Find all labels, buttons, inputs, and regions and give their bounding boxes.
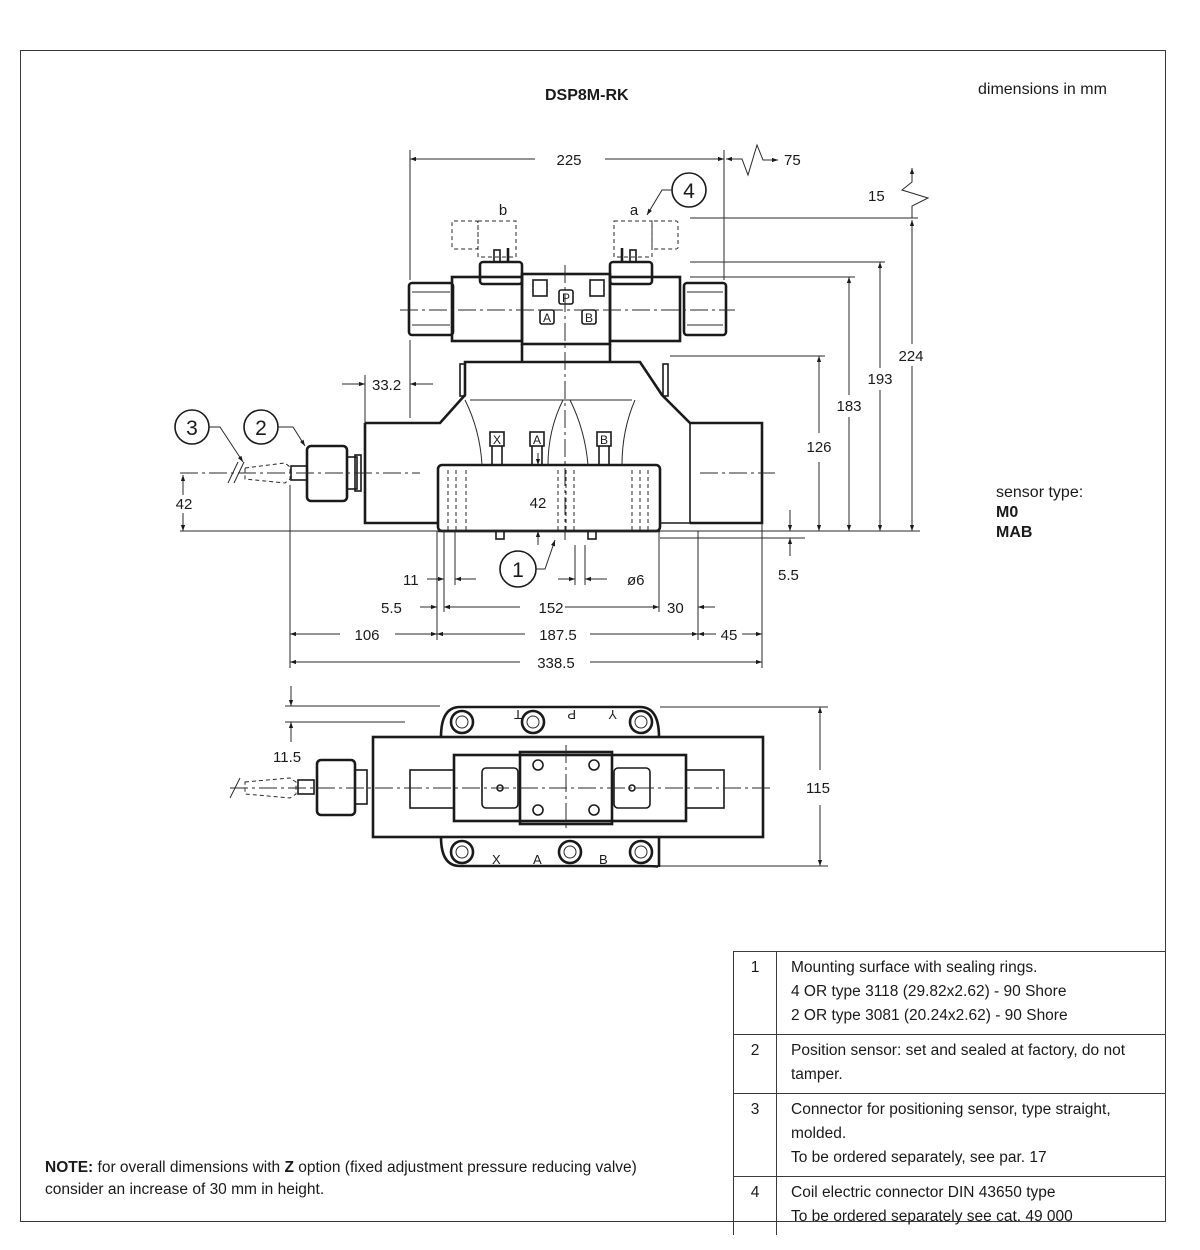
sensor-type-block: sensor type: M0 MAB xyxy=(996,483,1083,543)
dim-106: 106 xyxy=(354,627,379,644)
sensor-type-label: sensor type: xyxy=(996,484,1084,501)
legend-number: 3 xyxy=(733,1093,777,1177)
drawing-frame xyxy=(20,50,1166,1222)
dim-11: 11 xyxy=(403,572,419,589)
pilot-port-p: P xyxy=(562,291,570,305)
solenoid-a-label: a xyxy=(630,202,639,219)
note-prefix: NOTE: xyxy=(45,1159,94,1176)
dim-187-5: 187.5 xyxy=(539,627,577,644)
svg-text:4: 4 xyxy=(683,180,695,203)
main-body xyxy=(363,360,764,540)
dim-75: 75 xyxy=(784,152,801,169)
dim-15: 15 xyxy=(868,188,885,205)
note-option: Z xyxy=(284,1159,294,1176)
callout-3[interactable]: 3 xyxy=(174,409,244,463)
sensor-type-mab: MAB xyxy=(996,524,1033,541)
callout-1[interactable]: 1 xyxy=(499,539,556,588)
bottom-port-b: B xyxy=(599,852,608,867)
pilot-valve: P A B xyxy=(407,260,728,362)
legend-row: 1 Mounting surface with sealing rings. 4… xyxy=(733,951,1166,1035)
dim-152: 152 xyxy=(538,600,563,617)
legend-row: 2 Position sensor: set and sealed at fac… xyxy=(733,1034,1166,1094)
front-dimensions: 225 75 15 224 193 183 126 xyxy=(176,143,930,672)
svg-text:1: 1 xyxy=(512,559,524,582)
units-note: dimensions in mm xyxy=(978,81,1107,98)
top-port-t: T xyxy=(514,707,522,722)
dim-33-2: 33.2 xyxy=(372,377,401,394)
dim-183: 183 xyxy=(836,398,861,415)
solenoid-b-label: b xyxy=(499,202,507,219)
top-port-y: Y xyxy=(608,707,617,722)
dim-225: 225 xyxy=(556,152,581,169)
front-view: X A B P A B xyxy=(174,143,930,672)
legend-line: To be ordered separately see cat. 49 000 xyxy=(791,1208,1073,1225)
main-port-b: B xyxy=(600,433,608,447)
main-port-labels: X A B xyxy=(489,431,612,465)
svg-text:2: 2 xyxy=(255,417,267,440)
legend-number: 2 xyxy=(733,1034,777,1094)
legend-line: Position sensor: set and sealed at facto… xyxy=(791,1042,1126,1083)
legend-line: To be ordered separately, see par. 17 xyxy=(791,1149,1047,1166)
note-text: NOTE: for overall dimensions with Z opti… xyxy=(45,1159,637,1198)
main-port-x: X xyxy=(493,433,501,447)
coil-connectors: b a xyxy=(451,202,679,263)
dim-30: 30 xyxy=(667,600,684,617)
legend-table: 1 Mounting surface with sealing rings. 4… xyxy=(733,951,1166,1235)
svg-text:3: 3 xyxy=(186,417,198,440)
dim-338-5: 338.5 xyxy=(537,655,575,672)
pilot-port-b: B xyxy=(585,311,593,325)
legend-line: Connector for positioning sensor, type s… xyxy=(791,1101,1111,1142)
dim-42-sensor: 42 xyxy=(176,496,193,513)
bottom-port-x: X xyxy=(492,852,501,867)
dim-45: 45 xyxy=(721,627,738,644)
top-port-p: P xyxy=(567,707,576,722)
legend-row: 4 Coil electric connector DIN 43650 type… xyxy=(733,1176,1166,1235)
sensor-type-m0: M0 xyxy=(996,504,1019,521)
bottom-port-a: A xyxy=(533,852,542,867)
legend-line: Coil electric connector DIN 43650 type xyxy=(791,1184,1056,1201)
dim-hole-diameter: ø6 xyxy=(627,572,645,589)
legend-row: 3 Connector for positioning sensor, type… xyxy=(733,1093,1166,1177)
callout-4[interactable]: 4 xyxy=(646,172,707,216)
pilot-port-a: A xyxy=(543,311,551,325)
bolt-heads xyxy=(449,709,654,865)
legend-line: Mounting surface with sealing rings. xyxy=(791,959,1038,976)
legend-number: 4 xyxy=(733,1176,777,1235)
dim-42-port: 42 xyxy=(530,495,547,512)
legend-line: 2 OR type 3081 (20.24x2.62) - 90 Shore xyxy=(791,1007,1068,1024)
dim-11-5: 11.5 xyxy=(273,749,301,766)
drawing-title: DSP8M-RK xyxy=(545,87,629,104)
legend-line: 4 OR type 3118 (29.82x2.62) - 90 Shore xyxy=(791,983,1067,1000)
legend-number: 1 xyxy=(733,951,777,1035)
dim-115: 115 xyxy=(806,780,830,797)
dim-224: 224 xyxy=(898,348,923,365)
dim-126: 126 xyxy=(806,439,831,456)
dim-5-5-left: 5.5 xyxy=(381,600,402,617)
main-port-a: A xyxy=(533,433,541,447)
dim-5-5-bottom: 5.5 xyxy=(778,567,799,584)
top-view: T P Y X A B 11.5 115 xyxy=(229,686,830,869)
callout-2[interactable]: 2 xyxy=(243,409,306,447)
dim-193: 193 xyxy=(867,371,892,388)
